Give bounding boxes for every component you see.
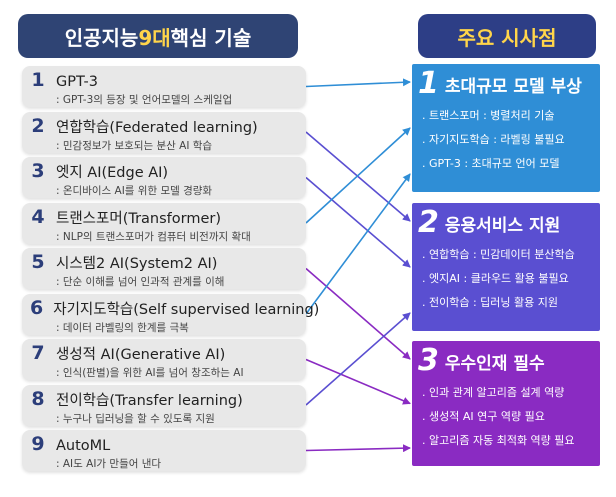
item-number: 3 (31, 160, 45, 182)
panel-bullet: . 자기지도학습 : 라벨링 불필요 (422, 133, 565, 146)
item-number: 6 (30, 296, 44, 319)
panel-bullet: . 전이학습 : 딥러닝 활용 지원 (422, 296, 559, 309)
connector-arrow (305, 127, 411, 224)
panel-bullet: . 인과 관계 알고리즘 설계 역량 (422, 386, 565, 399)
tech-item-2: 2 연합학습(Federated learning) : 민감정보가 보호되는 분산… (22, 111, 306, 153)
tech-item-9: 9 AutoML : AI도 AI가 만들어 낸다 (22, 430, 306, 471)
item-name: GPT-3 (56, 74, 98, 90)
connector-arrow (305, 358, 411, 405)
item-description: : NLP의 트랜스포머가 컴퓨터 비전까지 확대 (56, 230, 251, 243)
item-description: : 데이터 라벨링의 한계를 극복 (56, 321, 189, 334)
left-header-suffix: 핵심 기술 (170, 25, 252, 50)
panel-title: 응용서비스 지원 (444, 216, 561, 236)
connector-arrow (305, 176, 411, 268)
item-name: 시스템2 AI(System2 AI) (56, 256, 218, 272)
item-name: 자기지도학습(Self supervised learning) (53, 301, 320, 318)
panel-large-scale-models: 1 초대규모 모델 부상 . 트랜스포머 : 병렬처리 기술 . 자기지도학습 … (412, 64, 600, 192)
panel-bullet: . 트랜스포머 : 병렬처리 기술 (422, 109, 555, 122)
panel-number: 3 (418, 343, 439, 378)
item-description: : 누구나 딥러닝을 할 수 있도록 지원 (56, 412, 215, 425)
item-number: 5 (31, 251, 45, 273)
panel-bullet: . GPT-3 : 초대규모 언어 모델 (422, 157, 560, 170)
panel-bullet: . 알고리즘 자동 최적화 역량 필요 (422, 434, 575, 447)
item-description: : 인식(판별)을 위한 AI를 넘어 창조하는 AI (56, 367, 244, 379)
panel-bullet: . 연합학습 : 민감데이터 분산학습 (422, 248, 575, 261)
item-name: 생성적 AI(Generative AI) (56, 347, 226, 363)
item-name: 연합학습(Federated learning) (56, 119, 258, 136)
item-number: 2 (31, 114, 45, 137)
item-number: 8 (31, 387, 45, 410)
left-header-prefix: 인공지능 (64, 25, 139, 50)
item-name: 전이학습(Transfer learning) (56, 392, 243, 409)
tech-item-8: 8 전이학습(Transfer learning) : 누구나 딥러닝을 할 수 있… (22, 384, 306, 426)
tech-item-5: 5 시스템2 AI(System2 AI) : 단순 이해를 넘어 인과적 관계를 … (22, 248, 306, 289)
tech-item-1: 1 GPT-3 : GPT-3의 등장 및 언어모델의 스케일업 (22, 66, 306, 107)
connector-arrow (305, 444, 411, 453)
tech-item-3: 3 엣지 AI(Edge AI) : 온디바이스 AI를 위한 모델 경량화 (22, 157, 306, 198)
panel-talent-required: 3 우수인재 필수 . 인과 관계 알고리즘 설계 역량 . 생성적 AI 연구… (412, 341, 600, 466)
item-number: 7 (31, 342, 45, 364)
connector-arrow (305, 173, 411, 315)
item-name: AutoML (56, 438, 111, 454)
panel-bullet: . 생성적 AI 연구 역량 필요 (422, 410, 545, 423)
item-number: 9 (31, 433, 45, 455)
panel-number: 2 (418, 205, 439, 240)
left-header-highlight: 9대 (138, 25, 171, 50)
item-name: 트랜스포머(Transformer) (56, 210, 222, 227)
tech-item-6: 6 자기지도학습(Self supervised learning) : 데이터 라… (22, 293, 319, 335)
item-number: 4 (31, 205, 45, 228)
panel-title: 우수인재 필수 (444, 354, 545, 374)
item-description: : GPT-3의 등장 및 언어모델의 스케일업 (56, 94, 233, 106)
item-description: : AI도 AI가 만들어 낸다 (56, 458, 162, 470)
item-description: : 민감정보가 보호되는 분산 AI 학습 (56, 139, 213, 152)
panel-title: 초대규모 모델 부상 (444, 77, 582, 97)
connector-arrow (305, 267, 411, 360)
item-number: 1 (31, 69, 45, 91)
panel-number: 1 (418, 66, 439, 101)
right-header: 주요 시사점 (418, 14, 596, 58)
tech-item-7: 7 생성적 AI(Generative AI) : 인식(판별)을 위한 AI를 넘… (22, 339, 306, 380)
item-description: : 온디바이스 AI를 위한 모델 경량화 (56, 185, 213, 197)
item-name: 엣지 AI(Edge AI) (56, 165, 169, 181)
item-description: : 단순 이해를 넘어 인과적 관계를 이해 (56, 276, 225, 288)
left-header: 인공지능 9대 핵심 기술 (18, 14, 298, 58)
panel-application-services: 2 응용서비스 지원 . 연합학습 : 민감데이터 분산학습 . 엣지AI : … (412, 203, 600, 331)
connector-arrow (305, 78, 411, 88)
tech-item-4: 4 트랜스포머(Transformer) : NLP의 트랜스포머가 컴퓨터 비전까… (22, 202, 306, 244)
panel-bullet: . 엣지AI : 클라우드 활용 불필요 (422, 272, 569, 285)
connector-arrow (305, 312, 411, 406)
